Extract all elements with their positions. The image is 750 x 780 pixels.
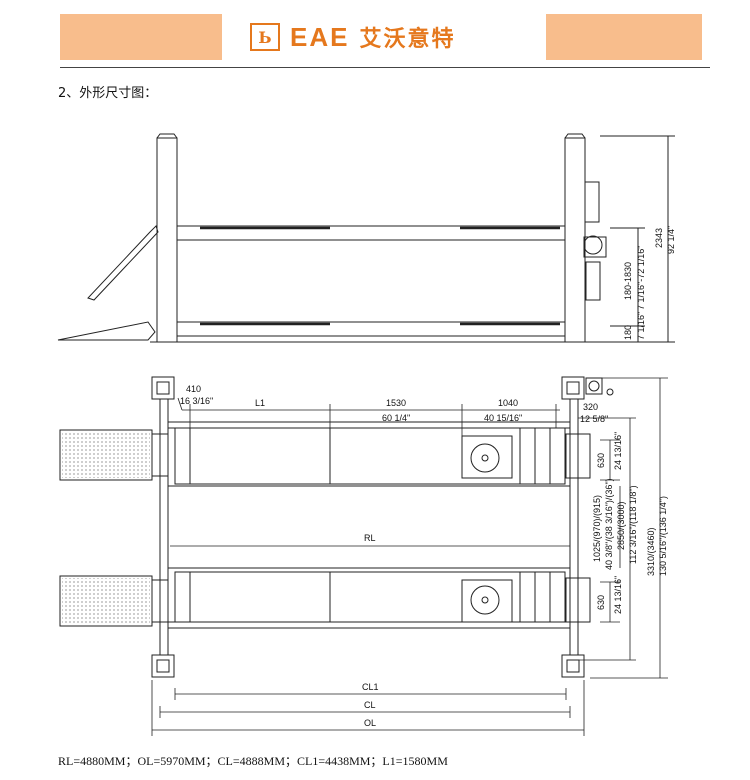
side-ground-ramp <box>57 321 156 341</box>
runway-rear <box>174 571 566 623</box>
dim-mid-width: 2850/(3000) <box>616 501 626 550</box>
side-left-post <box>156 137 178 343</box>
header-banner-right <box>546 14 702 60</box>
dim-ol: OL <box>364 718 376 728</box>
dim-mid-width-in: 112 3/16"/(118 1/8") <box>628 485 638 564</box>
dim-630-rear-in: 24 13/16" <box>613 576 623 614</box>
dim-cl: CL <box>364 700 376 710</box>
dim-630-rear: 630 <box>596 595 606 610</box>
top-post-right-rear <box>561 654 585 678</box>
dim-410: 410 <box>186 384 201 394</box>
side-raised-ramp <box>87 225 159 301</box>
power-unit-cabinet <box>584 181 600 223</box>
top-post-left-rear <box>151 654 175 678</box>
top-post-left-front <box>151 376 175 400</box>
dim-cl1: CL1 <box>362 682 379 692</box>
dim-outer-width: 3310/(3460) <box>646 527 656 576</box>
dim-1530: 1530 <box>386 398 406 408</box>
dim-inner-width: 1025/(970)/(915) <box>592 495 602 562</box>
oil-tank <box>585 261 601 301</box>
logo-mark-icon: Ь <box>250 23 280 51</box>
side-view <box>57 133 675 343</box>
brand-logo: Ь EAE 艾沃意特 <box>250 22 455 52</box>
dim-1040: 1040 <box>498 398 518 408</box>
dim-min-height-in: 7 1/16" <box>636 312 646 340</box>
side-right-post <box>564 137 586 343</box>
side-lower-platform <box>176 321 566 337</box>
dim-1530-in: 60 1/4" <box>382 413 410 423</box>
dim-l1: L1 <box>255 398 265 408</box>
header-divider <box>60 67 710 68</box>
brand-name-en: EAE <box>290 21 350 52</box>
dim-rl: RL <box>364 533 376 543</box>
turntable-rear-icon <box>470 585 500 615</box>
dim-total-height: 2343 <box>654 228 664 248</box>
motor-icon <box>583 235 603 255</box>
top-post-right-front <box>561 376 585 400</box>
dim-410-in: 16 3/16" <box>180 396 213 406</box>
top-view <box>59 376 614 678</box>
dim-320-in: 12 5/8" <box>580 414 608 424</box>
dim-outer-width-in: 130 5/16"/(136 1/4") <box>658 496 668 576</box>
side-upper-platform <box>176 225 566 241</box>
dim-min-height: 180 <box>623 325 633 340</box>
turntable-front-icon <box>470 443 500 473</box>
dim-320: 320 <box>583 402 598 412</box>
dim-lift-range-in: 7 1/16"-72 1/16" <box>636 246 646 310</box>
runway-front <box>174 427 566 485</box>
dimension-legend: RL=4880MM；OL=5970MM；CL=4888MM；CL1=4438MM… <box>58 754 448 768</box>
dim-total-height-in: 92 1/4" <box>666 226 676 254</box>
section-title: 2、外形尺寸图： <box>58 86 158 101</box>
dim-lift-range: 180-1830 <box>623 262 633 300</box>
brand-name-cn: 艾沃意特 <box>359 27 456 52</box>
dim-1040-in: 40 15/16" <box>484 413 522 423</box>
dim-630-front: 630 <box>596 453 606 468</box>
header-banner-left <box>60 14 222 60</box>
dim-inner-width-in: 40 3/8"/(38 3/16")/(36") <box>604 478 614 570</box>
dim-630-front-in: 24 13/16" <box>613 432 623 470</box>
